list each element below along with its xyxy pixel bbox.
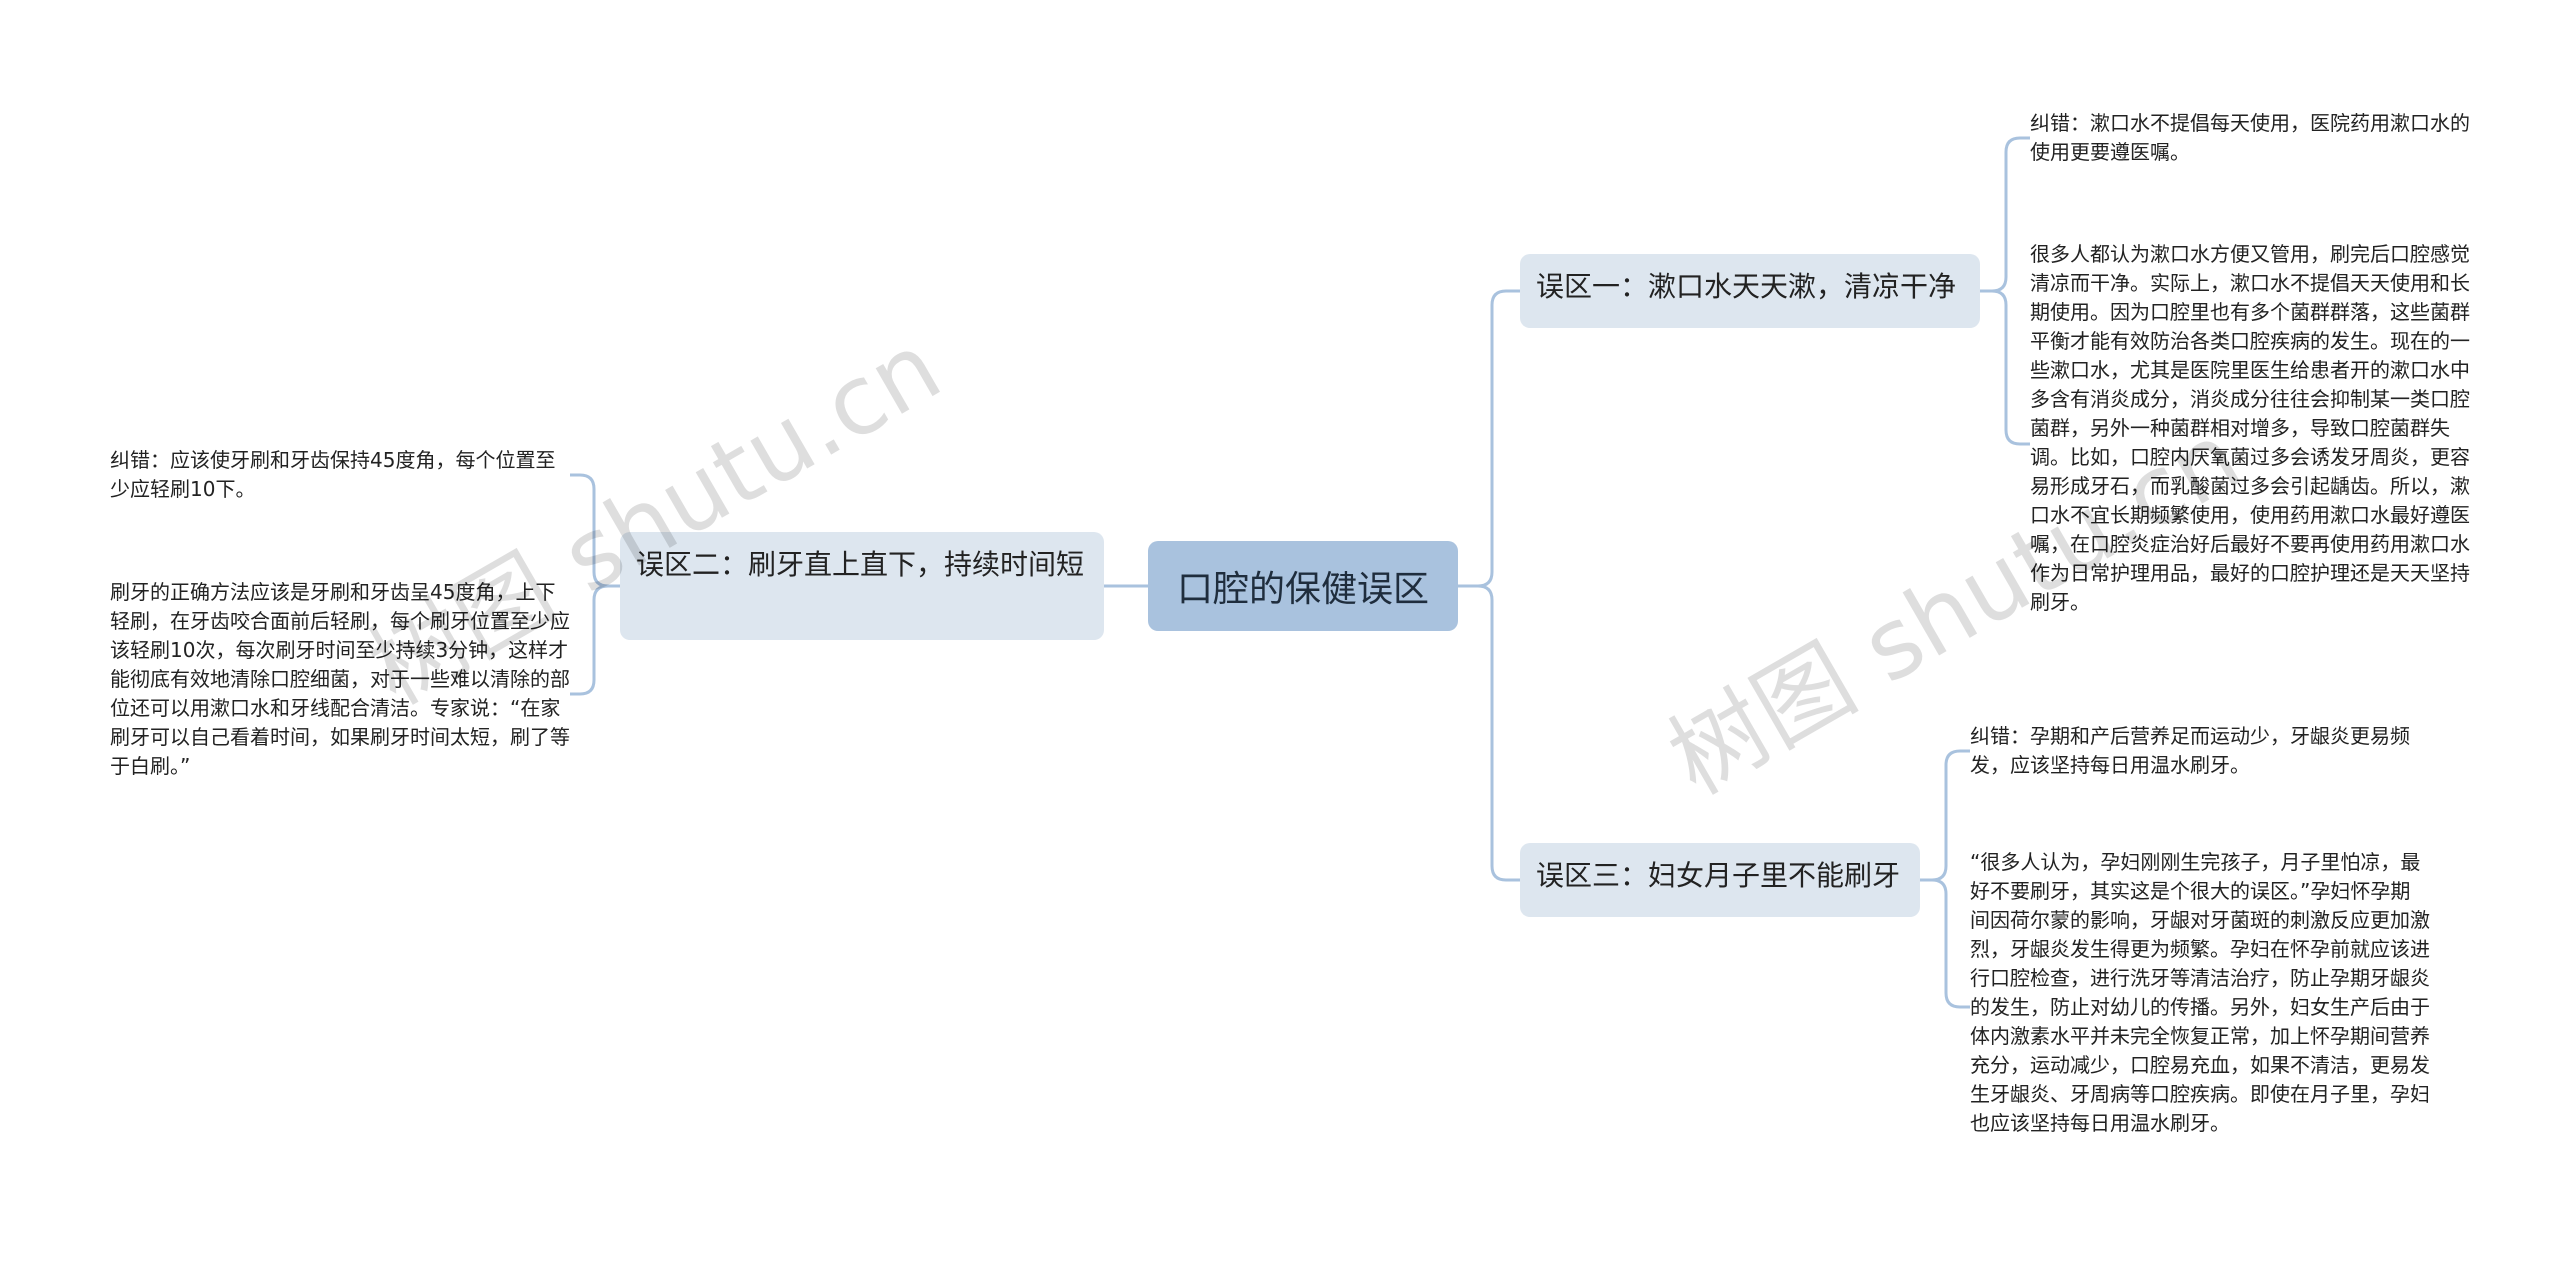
leaf-correction-1[interactable]: 纠错：漱口水不提倡每天使用，医院药用漱口水的使用更要遵医嘱。 <box>2030 109 2470 167</box>
root-label: 口腔的保健误区 <box>1176 569 1429 610</box>
connector-branch2-leaf1 <box>570 473 620 588</box>
connector-branch1-leaf1 <box>1980 136 2030 293</box>
leaf-text: 很多人都认为漱口水方便又管用，刷完后口腔感觉清凉而干净。实际上，漱口水不提倡天天… <box>2030 242 2470 614</box>
leaf-detail-3[interactable]: “很多人认为，孕妇刚刚生完孩子，月子里怕凉，最好不要刷牙，其实这是个很大的误区。… <box>1970 848 2430 1138</box>
root-node[interactable]: 口腔的保健误区 <box>1148 541 1458 631</box>
leaf-text: 纠错：孕期和产后营养足而运动少，牙龈炎更易频发，应该坚持每日用温水刷牙。 <box>1970 724 2410 777</box>
leaf-detail-1[interactable]: 很多人都认为漱口水方便又管用，刷完后口腔感觉清凉而干净。实际上，漱口水不提倡天天… <box>2030 240 2470 617</box>
connector-branch2-leaf2 <box>570 584 620 696</box>
connector-branch3-leaf1 <box>1920 749 1970 882</box>
branch-label: 误区三：妇女月子里不能刷牙 <box>1536 859 1901 892</box>
leaf-text: 刷牙的正确方法应该是牙刷和牙齿呈45度角，上下轻刷，在牙齿咬合面前后轻刷，每个刷… <box>110 580 570 778</box>
branch-node-mistake-1[interactable]: 误区一：漱口水天天漱，清凉干净 <box>1520 254 1980 328</box>
leaf-detail-2[interactable]: 刷牙的正确方法应该是牙刷和牙齿呈45度角，上下轻刷，在牙齿咬合面前后轻刷，每个刷… <box>110 578 570 781</box>
connector-branch1-leaf2 <box>1980 289 2030 446</box>
branch-label: 误区一：漱口水天天漱，清凉干净 <box>1536 270 1957 303</box>
branch-node-mistake-2[interactable]: 误区二：刷牙直上直下，持续时间短 <box>620 532 1104 640</box>
leaf-correction-2[interactable]: 纠错：应该使牙刷和牙齿保持45度角，每个位置至少应轻刷10下。 <box>110 446 570 504</box>
leaf-text: “很多人认为，孕妇刚刚生完孩子，月子里怕凉，最好不要刷牙，其实这是个很大的误区。… <box>1970 850 2430 1135</box>
branch-label: 误区二：刷牙直上直下，持续时间短 <box>636 548 1085 581</box>
leaf-text: 纠错：漱口水不提倡每天使用，医院药用漱口水的使用更要遵医嘱。 <box>2030 111 2470 164</box>
branch-node-mistake-3[interactable]: 误区三：妇女月子里不能刷牙 <box>1520 843 1920 917</box>
leaf-correction-3[interactable]: 纠错：孕期和产后营养足而运动少，牙龈炎更易频发，应该坚持每日用温水刷牙。 <box>1970 722 2430 780</box>
leaf-text: 纠错：应该使牙刷和牙齿保持45度角，每个位置至少应轻刷10下。 <box>110 448 556 501</box>
connector-branch3-leaf2 <box>1920 878 1970 1009</box>
connector-root-branch3 <box>1458 584 1520 882</box>
connector-root-branch1 <box>1458 289 1520 588</box>
